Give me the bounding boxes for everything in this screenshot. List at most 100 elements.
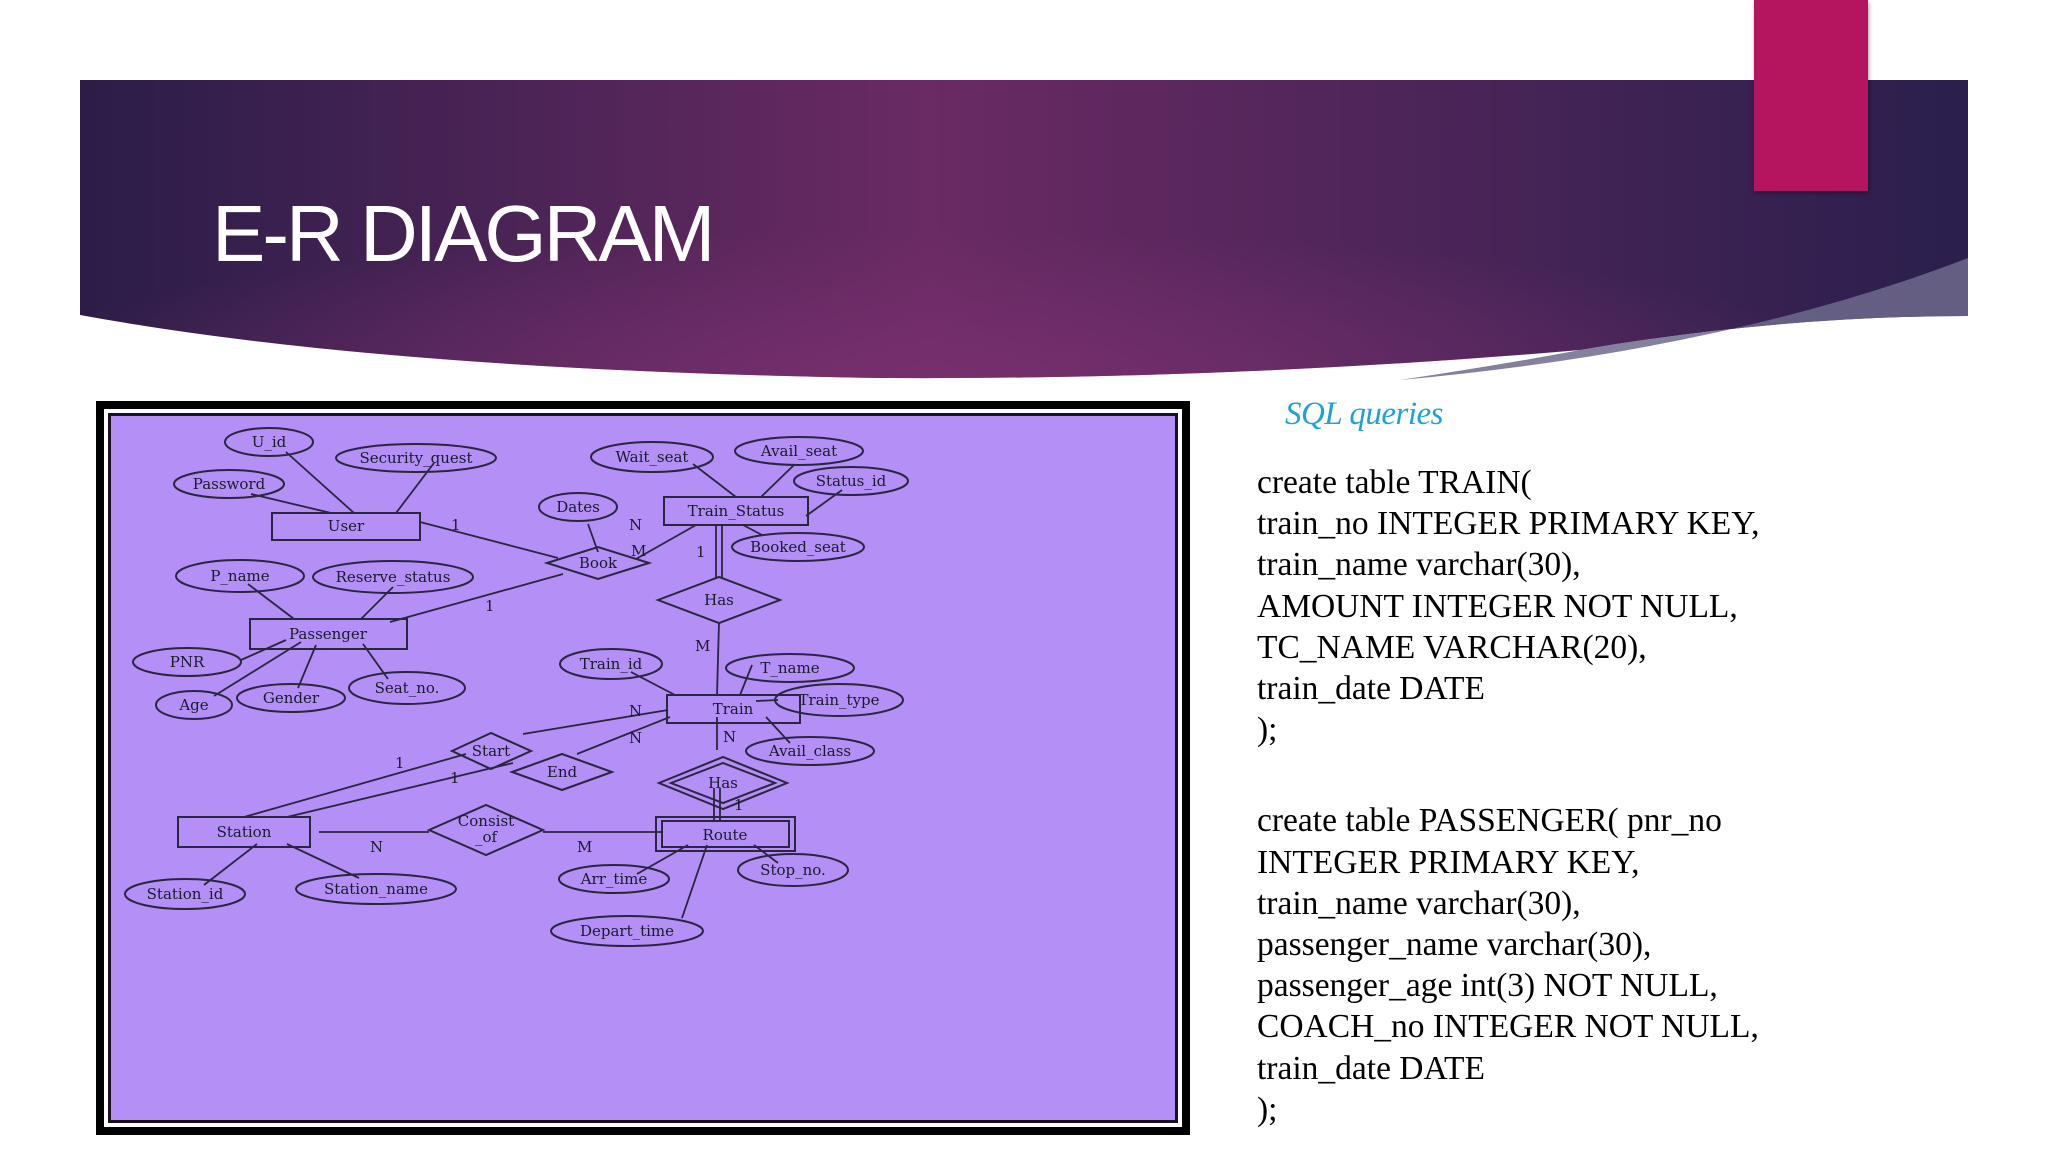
entity-station-shape <box>177 816 311 848</box>
rel-start-shape <box>449 731 534 771</box>
entity-station: Station <box>217 823 272 841</box>
sql-heading: SQL queries <box>1285 396 1444 432</box>
attr-booked-seat-shape <box>731 532 865 562</box>
attr-train-type: Train_type <box>798 691 879 709</box>
entity-user-shape <box>271 512 421 541</box>
line-arrtime-route <box>636 844 689 875</box>
line-user-book <box>419 521 559 559</box>
sql-train-line-6: train_date DATE <box>1257 670 1485 708</box>
attr-gender-shape <box>236 683 346 713</box>
attr-station-id: Station_id <box>147 885 224 903</box>
card-book-status-n: N <box>629 516 642 534</box>
entity-passenger: Passenger <box>289 625 368 643</box>
card-status-has: 1 <box>696 543 706 561</box>
er-diagram-mat: U_id Security_quest Password Wait_seat A… <box>104 409 1182 1127</box>
attribute-nodes: U_id Security_quest Password Wait_seat A… <box>124 427 909 947</box>
rel-consist-of-line2: _of <box>475 828 499 846</box>
sql-train-line-5: TC_NAME VARCHAR(20), <box>1257 628 1647 666</box>
attr-p-name: P_name <box>210 567 269 585</box>
sql-code-block: create table TRAIN( train_no INTEGER PRI… <box>1257 462 1897 1130</box>
line-tname-train <box>739 664 753 696</box>
sql-train-line-2: train_no INTEGER PRIMARY KEY, <box>1257 505 1760 543</box>
attr-t-name-shape <box>725 653 855 683</box>
line-has-train <box>716 621 720 696</box>
attr-u-id: U_id <box>252 433 287 451</box>
line-password-user <box>250 493 332 514</box>
attr-age-shape <box>155 690 233 720</box>
attr-wait-seat-shape <box>590 441 714 473</box>
line-book-status <box>635 524 697 560</box>
rel-has-bottom: Has <box>708 774 738 792</box>
sql-passenger-line-4: passenger_name varchar(30), <box>1257 926 1652 964</box>
card-book-status-m: M <box>631 542 646 560</box>
attr-train-type-shape <box>774 683 904 717</box>
line-station-end <box>286 762 514 818</box>
attr-status-id-shape <box>793 466 909 496</box>
sql-passenger-line-3: train_name varchar(30), <box>1257 884 1581 922</box>
rel-start: Start <box>472 742 510 760</box>
attr-status-id: Status_id <box>816 472 887 490</box>
sql-passenger-line-5: passenger_age int(3) NOT NULL, <box>1257 967 1718 1005</box>
rel-has-bottom-outer-shape <box>656 755 790 811</box>
line-age-passenger <box>213 641 302 697</box>
entity-nodes: User Train_Status Passenger Train Statio… <box>177 496 809 852</box>
line-train-start <box>522 709 669 735</box>
cardinality-labels: 1 N M 1 1 M N N N 1 1 1 N M <box>370 516 744 856</box>
rel-end-shape <box>509 752 615 792</box>
attr-booked-seat: Booked_seat <box>750 538 846 556</box>
attr-p-name-shape <box>175 559 305 593</box>
er-diagram-frame: U_id Security_quest Password Wait_seat A… <box>96 401 1190 1135</box>
attr-arr-time: Arr_time <box>580 870 648 888</box>
card-train-has: N <box>723 728 736 746</box>
rel-book-shape <box>543 545 653 581</box>
entity-train-status-shape <box>663 496 809 526</box>
rel-has-top: Has <box>704 591 734 609</box>
attr-reserve-status: Reserve_status <box>336 568 451 586</box>
entity-passenger-shape <box>249 618 408 650</box>
attr-avail-class-shape <box>745 736 875 766</box>
rel-end: End <box>547 763 578 781</box>
sql-train-line-3: train_name varchar(30), <box>1257 546 1581 584</box>
sql-spacer <box>1257 750 1897 800</box>
slide-title: E-R DIAGRAM <box>212 189 715 278</box>
line-booked-status <box>742 524 763 536</box>
entity-route-outer-shape <box>655 816 796 852</box>
rel-has-bottom-inner-shape <box>668 761 778 805</box>
er-diagram: U_id Security_quest Password Wait_seat A… <box>124 427 909 947</box>
er-diagram-canvas: U_id Security_quest Password Wait_seat A… <box>108 413 1178 1123</box>
sql-passenger-line-8: ); <box>1257 1090 1278 1128</box>
card-has-train: M <box>695 637 710 655</box>
attr-avail-class: Avail_class <box>768 742 851 760</box>
entity-train-status: Train_Status <box>688 502 785 520</box>
rel-has-top-shape <box>655 575 783 625</box>
card-train-start: N <box>629 702 642 720</box>
attr-station-name: Station_name <box>324 880 428 898</box>
attr-depart-time: Depart_time <box>580 922 674 940</box>
card-station-end: 1 <box>450 769 460 787</box>
line-gender-passenger <box>297 644 317 689</box>
card-station-consist: N <box>370 838 383 856</box>
line-departtime-route <box>681 844 708 919</box>
attr-t-name: T_name <box>760 659 819 677</box>
card-train-end: N <box>629 729 642 747</box>
attr-depart-time-shape <box>550 915 704 947</box>
attr-train-id-shape <box>559 648 663 680</box>
attr-seat-no: Seat_no. <box>375 679 440 697</box>
attr-reserve-status-shape <box>312 560 474 594</box>
card-station-start: 1 <box>395 754 405 772</box>
attr-train-id: Train_id <box>580 655 643 673</box>
attr-stop-no-shape <box>737 853 849 887</box>
attr-pnr-shape <box>132 647 242 677</box>
card-user-book: 1 <box>451 516 461 534</box>
line-waitseat-status <box>692 463 737 498</box>
entity-route: Route <box>703 826 748 844</box>
sql-passenger-line-6: COACH_no INTEGER NOT NULL, <box>1257 1008 1759 1046</box>
attr-uid-shape <box>224 427 314 457</box>
sql-train-line-1: create table TRAIN( <box>1257 464 1532 501</box>
card-has-route: 1 <box>734 796 744 814</box>
sql-passenger-line-7: train_date DATE <box>1257 1049 1485 1087</box>
attr-security-quest: Security_quest <box>359 449 472 467</box>
attr-arr-time-shape <box>558 864 670 894</box>
attr-station-name-shape <box>295 873 457 905</box>
attr-station-id-shape <box>124 878 246 910</box>
